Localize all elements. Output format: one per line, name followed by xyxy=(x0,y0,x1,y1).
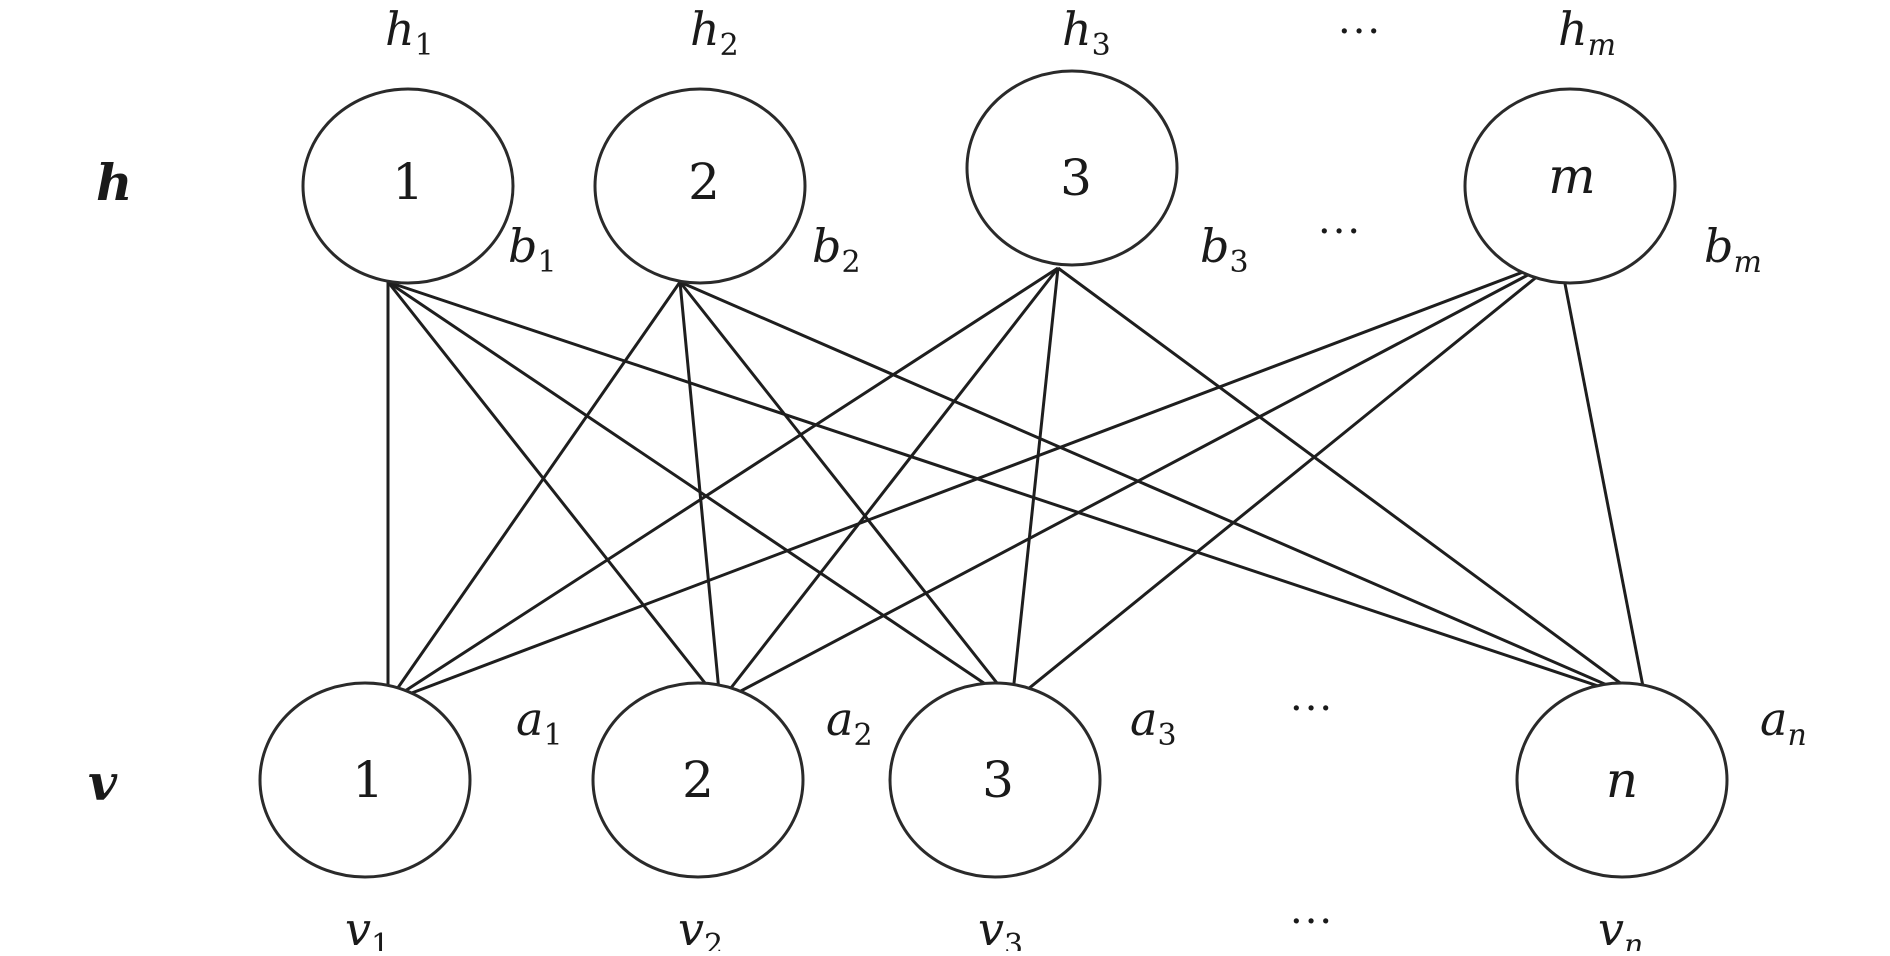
hidden-node-1-label: 1 xyxy=(392,153,424,211)
visible-unit-label-1: v1 xyxy=(345,902,390,951)
edge-h4-v2 xyxy=(719,256,1561,704)
hidden-top-ellipsis: ··· xyxy=(1338,9,1382,55)
visible-node-1 xyxy=(258,681,472,879)
hidden-bias-label-m: bm xyxy=(1704,219,1762,280)
visible-layer-label: v xyxy=(88,753,118,812)
visible-bias-label-2: a2 xyxy=(826,692,873,753)
visible-bias-label-n: an xyxy=(1760,692,1807,753)
hidden-unit-label-2: h2 xyxy=(690,2,739,63)
edge-h4-v4 xyxy=(1558,257,1648,703)
visible-unit-label-2: v2 xyxy=(678,902,723,951)
edge-h2-v3 xyxy=(678,281,1014,703)
edge-h2-v2 xyxy=(678,281,722,703)
visible-bias-label-1: a1 xyxy=(516,692,563,753)
hidden-node-m-label: m xyxy=(1548,147,1595,205)
visible-bias-ellipsis: ··· xyxy=(1290,686,1334,732)
edge-h2-v4 xyxy=(679,280,1647,704)
edge-h4-v3 xyxy=(1011,256,1561,704)
edge-h1-v4 xyxy=(387,280,1647,704)
hidden-bias-ellipsis: ··· xyxy=(1318,209,1362,255)
visible-node-3-label: 3 xyxy=(982,751,1014,809)
hidden-unit-label-m: hm xyxy=(1558,2,1616,63)
edge-h3-v2 xyxy=(718,267,1060,703)
hidden-node-3 xyxy=(965,69,1179,267)
visible-unit-label-3: v3 xyxy=(978,902,1023,951)
hidden-bias-label-2: b2 xyxy=(812,219,861,280)
hidden-node-m xyxy=(1463,87,1677,285)
visible-bias-label-3: a3 xyxy=(1130,692,1177,753)
visible-unit-label-n: vn xyxy=(1598,902,1643,951)
visible-node-3 xyxy=(888,681,1102,879)
hidden-node-3-label: 3 xyxy=(1060,149,1092,207)
hidden-bias-label-1: b1 xyxy=(508,219,557,280)
edge-h1-v2 xyxy=(386,281,722,703)
edge-h4-v1 xyxy=(387,256,1561,704)
visible-node-2-label: 2 xyxy=(682,751,714,809)
hidden-node-2-label: 2 xyxy=(688,153,720,211)
visible-node-1-label: 1 xyxy=(352,751,384,809)
edges-group xyxy=(386,256,1648,704)
hidden-layer-label: h xyxy=(96,153,132,212)
edge-h3-v1 xyxy=(387,266,1059,704)
hidden-node-2 xyxy=(593,87,807,285)
visible-bottom-ellipsis: ··· xyxy=(1290,899,1334,945)
edge-h3-v3 xyxy=(1010,267,1060,703)
edge-h2-v1 xyxy=(386,281,682,703)
hidden-node-1 xyxy=(301,87,515,285)
hidden-bias-label-3: b3 xyxy=(1200,219,1249,280)
visible-node-n xyxy=(1515,681,1729,879)
hidden-unit-label-3: h3 xyxy=(1062,2,1111,63)
visible-node-2 xyxy=(591,681,805,879)
hidden-unit-label-1: h1 xyxy=(385,2,434,63)
visible-node-n-label: n xyxy=(1606,751,1638,809)
edge-h3-v4 xyxy=(1057,266,1647,704)
